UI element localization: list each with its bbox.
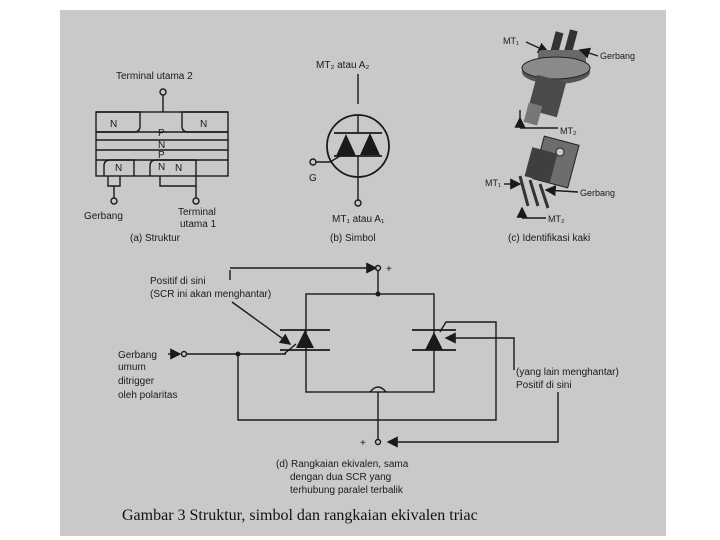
figure-caption: Gambar 3 Struktur, simbol dan rangkaian … [122, 507, 478, 524]
terminal2-node [159, 88, 167, 96]
positive-note-1: Positif di sini [150, 276, 206, 287]
bottom-n-left [103, 159, 135, 176]
equivalent-circuit: + Gerbang umum ditrigger oleh polaritas … [118, 262, 619, 496]
gate-common-3: ditrigger [118, 376, 155, 387]
pin-gate-bottom-label: Gerbang [580, 188, 615, 198]
symbol-mt1-label: MT₁ atau A₁ [332, 214, 385, 225]
circuit-caption-2: dengan dua SCR yang [290, 472, 391, 483]
layer-n-bottomleft: N [115, 163, 122, 174]
plus-top: + [386, 264, 392, 275]
terminal2-label: Terminal utama 2 [116, 71, 193, 82]
pin-mt1-top-label: MT₁ [503, 36, 519, 46]
symbol-gate-label: G [309, 173, 317, 184]
other-note-2: Positif di sini [516, 380, 572, 391]
layer-n-middle: N [158, 140, 165, 151]
figure-panel [60, 10, 666, 536]
layer-n-topright: N [200, 119, 207, 130]
pin-gate-top-label: Gerbang [600, 51, 635, 61]
terminal1-label-2: utama 1 [180, 219, 217, 230]
scr-right-triangle [425, 332, 443, 350]
layer-p-upper: P [158, 128, 165, 139]
pin-identification: MT₁ Gerbang MT₂ MT₁ Gerbang MT₂ (c) Iden… [485, 29, 635, 244]
symbol-mt2-label: MT₂ atau A₂ [316, 60, 369, 71]
scr-left-triangle [296, 330, 314, 348]
symbol-diagram: MT₂ atau A₂ G MT₁ atau A₁ (b) Simbol [309, 60, 390, 244]
top-n-right [181, 111, 228, 133]
plus-bottom: + [360, 438, 366, 449]
bottom-n-right [149, 159, 197, 176]
pins-caption: (c) Identifikasi kaki [508, 233, 590, 244]
pin-mt2-bottom-label: MT₂ [548, 214, 565, 224]
symbol-triangle-up [360, 133, 380, 155]
scr-pair-loop [305, 293, 435, 393]
structure-diagram: Terminal utama 2 N N P N P N N N Gerbang… [84, 71, 229, 244]
gate-common-1: Gerbang [118, 350, 157, 361]
structure-body [95, 111, 229, 177]
right-gate-wire [237, 321, 497, 421]
layer-n-bottom: N [158, 162, 165, 173]
symbol-caption: (b) Simbol [330, 233, 376, 244]
terminal1-label-1: Terminal [178, 207, 216, 218]
symbol-gate-node [309, 158, 317, 166]
layer-n-bottomright: N [175, 163, 182, 174]
gate-node [110, 197, 118, 205]
gate-common-2: umum [118, 362, 146, 373]
positive-note-2: (SCR ini akan menghantar) [150, 289, 271, 300]
other-note-1: (yang lain menghantar) [516, 367, 619, 378]
terminal1-node [192, 197, 200, 205]
layer-n-topleft: N [110, 119, 117, 130]
circuit-caption-3: terhubung paralel terbalik [290, 485, 404, 496]
symbol-triangle-down [336, 134, 356, 156]
circuit-caption-1: (d) Rangkaian ekivalen, sama [276, 459, 409, 470]
top-n-left [96, 111, 141, 133]
layer-p-lower: P [158, 150, 165, 161]
pin-mt2-top-label: MT₂ [560, 126, 577, 136]
pin-mt1-bottom-label: MT₁ [485, 178, 501, 188]
wire-crossover [369, 386, 387, 393]
structure-caption: (a) Struktur [130, 233, 181, 244]
gate-label: Gerbang [84, 211, 123, 222]
gate-common-4: oleh polaritas [118, 390, 177, 401]
